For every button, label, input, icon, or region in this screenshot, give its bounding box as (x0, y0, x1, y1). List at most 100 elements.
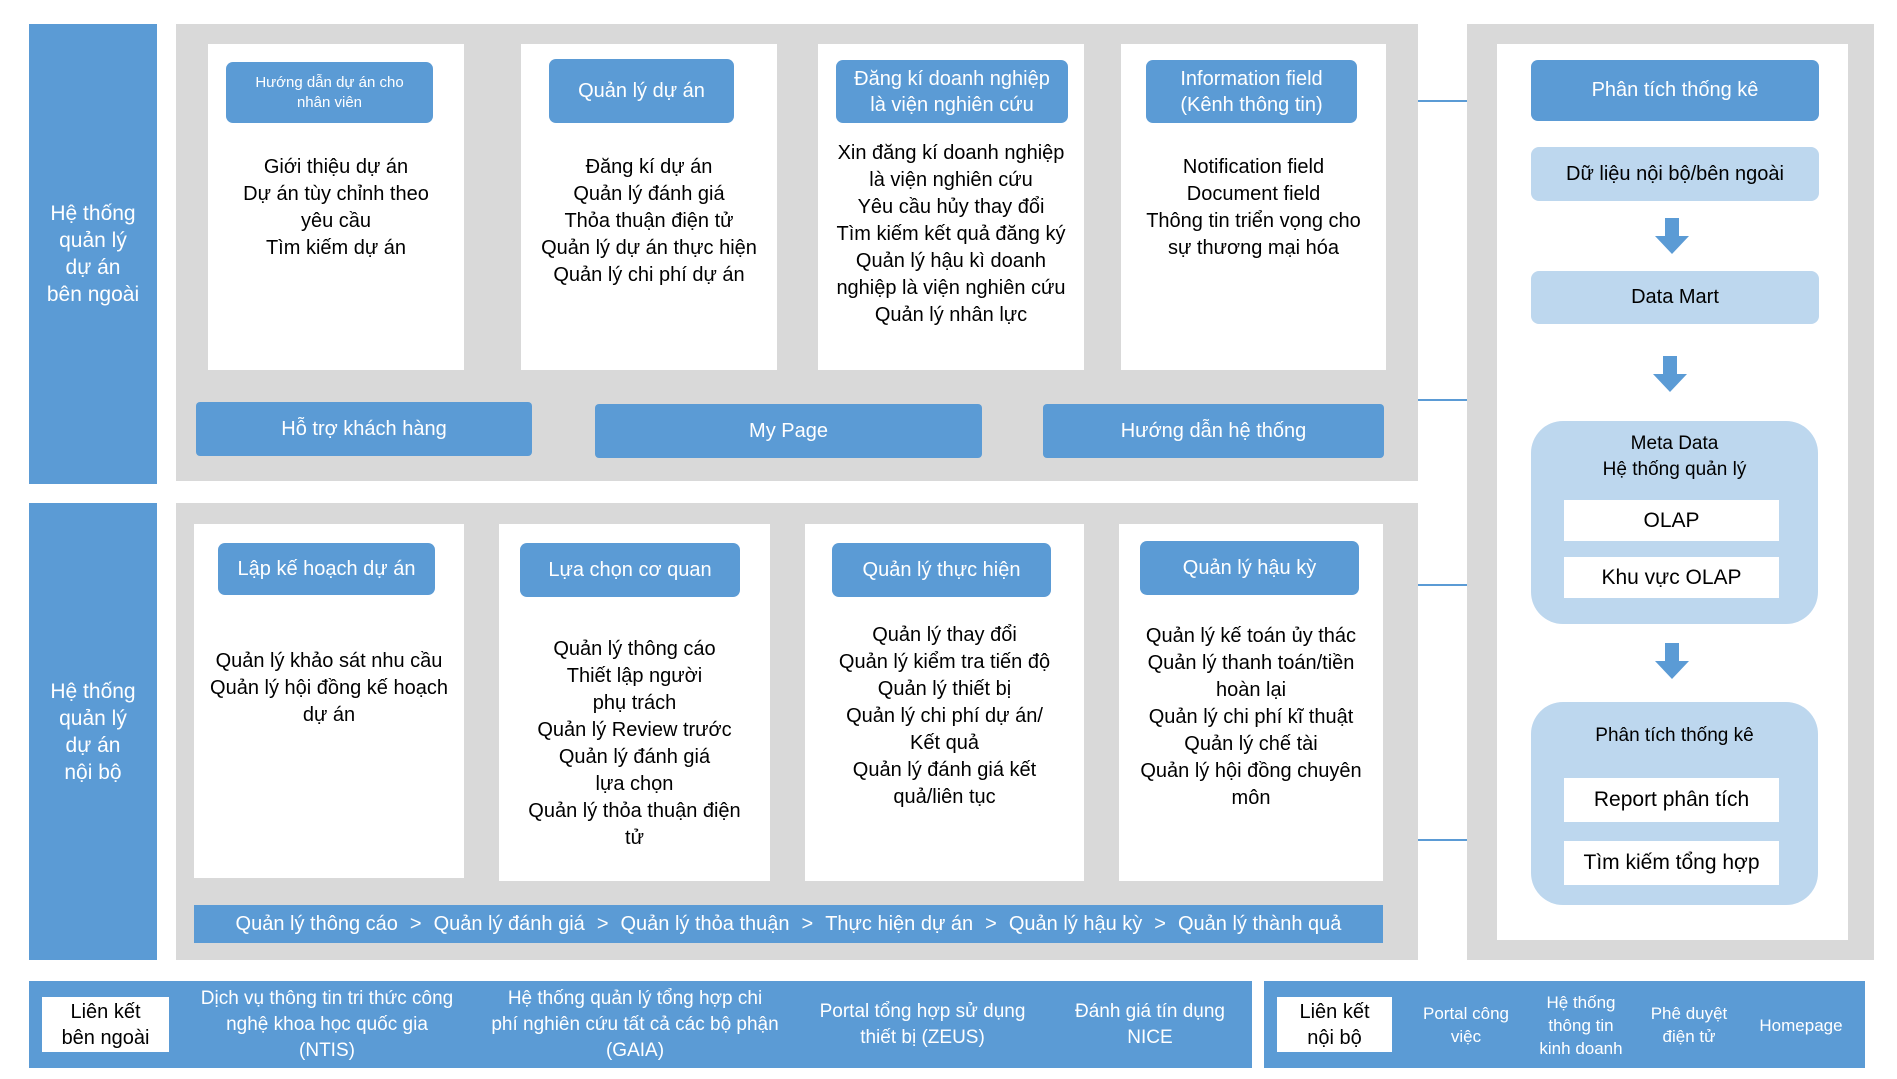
card-project-planning-items: Quản lý khảo sát nhu cầu Quản lý hội đồn… (194, 648, 464, 729)
stats-title: Phân tích thống kê (1595, 725, 1754, 746)
connector-line (1418, 399, 1467, 401)
connector-line (1418, 584, 1467, 586)
card-execution-management-title[interactable]: Quản lý thực hiện (832, 543, 1051, 597)
card-agency-selection-items: Quản lý thông cáo Thiết lập người phụ tr… (499, 636, 770, 852)
list-item: hoàn lại (1215, 679, 1287, 701)
aggregate-search-box[interactable]: Tìm kiếm tổng hợp (1564, 841, 1779, 885)
footer-link-business-info[interactable]: Hệ thống thông tin kinh doanh (1539, 992, 1623, 1058)
list-item: Quản lý thay đổi (872, 624, 1017, 646)
process-step[interactable]: Quản lý thỏa thuận (620, 912, 790, 935)
customer-support-button[interactable]: Hỗ trợ khách hàng (196, 402, 532, 456)
card-execution-management-items: Quản lý thay đổi Quản lý kiểm tra tiến đ… (805, 622, 1084, 811)
process-separator: > (985, 912, 997, 935)
analysis-report-box[interactable]: Report phân tích (1564, 778, 1779, 822)
process-step[interactable]: Quản lý đánh giá (433, 912, 585, 935)
list-item: phụ trách (592, 692, 677, 714)
external-system-side-label: Hệ thống quản lý dự án bên ngoài (29, 24, 157, 484)
list-item: lựa chọn (595, 773, 674, 795)
list-item: Quản lý Review trước (537, 719, 732, 741)
connector-line (1418, 100, 1467, 102)
list-item: Kết quả (910, 732, 979, 754)
card-project-planning-title[interactable]: Lập kế hoạch dự án (218, 543, 435, 595)
down-arrow-icon (1653, 356, 1687, 392)
list-item: nghiệp là viện nghiên cứu (836, 277, 1066, 299)
process-separator: > (596, 912, 609, 935)
list-item: tử (625, 827, 644, 849)
list-item: Quản lý nhân lực (874, 304, 1028, 326)
list-item: Quản lý chi phí dự án/ (846, 705, 1043, 727)
analytics-header[interactable]: Phân tích thống kê (1531, 60, 1819, 121)
footer-internal-label: Liên kết nội bộ (1277, 997, 1392, 1052)
card-business-registration-items: Xin đăng kí doanh nghiệp là viện nghiên … (818, 140, 1084, 329)
process-bar: Quản lý thông cáo > Quản lý đánh giá > Q… (194, 905, 1383, 943)
process-separator: > (801, 912, 814, 935)
card-project-guide-title[interactable]: Hướng dẫn dự án cho nhân viên (226, 62, 433, 123)
data-source-box: Dữ liệu nội bộ/bên ngoài (1531, 147, 1819, 201)
footer-link-e-approval[interactable]: Phê duyệt điện tử (1650, 1004, 1728, 1046)
data-mart-box: Data Mart (1531, 271, 1819, 324)
card-project-management-items: Đăng kí dự án Quản lý đánh giá Thỏa thuậ… (521, 154, 777, 289)
list-item: Quản lý đánh giá (573, 183, 725, 205)
footer-link-homepage[interactable]: Homepage (1759, 1015, 1843, 1035)
list-item: Yêu cầu hủy thay đổi (857, 196, 1045, 218)
card-business-registration-title[interactable]: Đăng kí doanh nghiệp là viện nghiên cứu (836, 60, 1068, 123)
connector-line (1418, 839, 1467, 841)
process-step[interactable]: Quản lý thành quả (1177, 912, 1342, 935)
card-agency-selection-title[interactable]: Lựa chọn cơ quan (520, 543, 740, 597)
list-item: Thông tin triển vọng cho (1146, 210, 1361, 232)
process-separator: > (1154, 912, 1166, 935)
list-item: Quản lý chế tài (1184, 733, 1318, 755)
list-item: quả/liên tục (893, 786, 996, 808)
process-step[interactable]: Quản lý thông cáo (235, 912, 398, 935)
footer-link-gaia[interactable]: Hệ thống quản lý tổng hợp chi phí nghiên… (491, 988, 779, 1061)
card-information-field-title[interactable]: Information field (Kênh thông tin) (1146, 60, 1357, 123)
card-post-management-items: Quản lý kế toán ủy thác Quản lý thanh to… (1119, 623, 1383, 812)
list-item: Quản lý thông cáo (553, 638, 716, 660)
list-item: môn (1231, 787, 1271, 809)
list-item: Quản lý chi phí kĩ thuật (1148, 706, 1354, 728)
list-item: Quản lý hội đồng chuyên (1140, 760, 1362, 782)
footer-link-nice[interactable]: Đánh giá tín dụng NICE (1074, 1001, 1225, 1048)
process-step[interactable]: Thực hiện dự án (825, 912, 974, 935)
list-item: Quản lý kế toán ủy thác (1145, 625, 1357, 647)
footer-link-work-portal[interactable]: Portal công việc (1423, 1004, 1509, 1046)
list-item: Quản lý kiểm tra tiến độ (838, 651, 1051, 673)
card-information-field-items: Notification field Document field Thông … (1121, 154, 1386, 262)
list-item: Quản lý đánh giá kết (852, 759, 1037, 781)
list-item: Notification field (1182, 156, 1325, 178)
olap-box: OLAP (1564, 500, 1779, 541)
footer-external-label: Liên kết bên ngoài (42, 997, 169, 1052)
list-item: Thỏa thuận điện tử (564, 210, 734, 232)
system-guide-button[interactable]: Hướng dẫn hệ thống (1043, 404, 1384, 458)
list-item: Giới thiệu dự án (263, 156, 409, 178)
card-project-guide-items: Giới thiệu dự án Dự án tùy chỉnh theo yê… (208, 154, 464, 262)
list-item: Đăng kí dự án (585, 156, 713, 178)
list-item: sự thương mại hóa (1167, 237, 1340, 259)
footer-link-ntis[interactable]: Dịch vụ thông tin tri thức công nghệ kho… (200, 988, 454, 1061)
my-page-button[interactable]: My Page (595, 404, 982, 458)
process-separator: > (409, 912, 422, 935)
list-item: Quản lý chi phí dự án (553, 264, 745, 286)
card-post-management-title[interactable]: Quản lý hậu kỳ (1140, 541, 1359, 595)
list-item: Quản lý khảo sát nhu cầu (215, 650, 443, 672)
footer-link-zeus[interactable]: Portal tổng hợp sử dụng thiết bị (ZEUS) (819, 1001, 1026, 1048)
list-item: Quản lý thiết bị (877, 678, 1012, 700)
down-arrow-icon (1655, 218, 1689, 254)
list-item: Quản lý thanh toán/tiền (1147, 652, 1355, 674)
list-item: Dự án tùy chỉnh theo (243, 183, 429, 205)
process-step[interactable]: Quản lý hậu kỳ (1008, 912, 1143, 935)
list-item: Thiết lập người (566, 665, 703, 687)
list-item: Quản lý hậu kì doanh (855, 250, 1047, 272)
down-arrow-icon (1655, 643, 1689, 679)
list-item: Quản lý dự án thực hiện (541, 237, 757, 259)
list-item: Xin đăng kí doanh nghiệp (837, 142, 1065, 164)
list-item: Tìm kiếm dự án (265, 237, 407, 259)
list-item: Quản lý đánh giá (558, 746, 711, 768)
list-item: yêu cầu (300, 210, 372, 232)
olap-area-box: Khu vực OLAP (1564, 557, 1779, 598)
list-item: Tìm kiếm kết quả đăng ký (836, 223, 1066, 245)
list-item: Quản lý thỏa thuận điện (528, 800, 741, 822)
footer-external-bar (29, 981, 1252, 1068)
card-project-management-title[interactable]: Quản lý dự án (549, 59, 734, 123)
list-item: dự án (302, 704, 356, 726)
